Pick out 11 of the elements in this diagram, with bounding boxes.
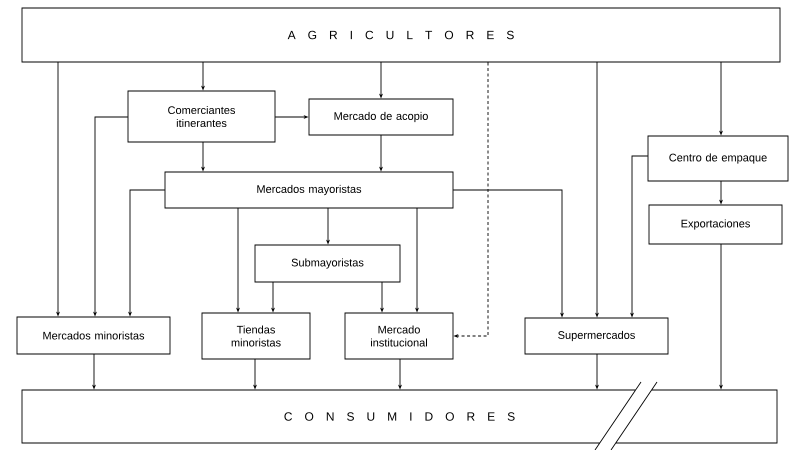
process-box: Exportaciones <box>648 204 782 244</box>
producer-band: A G R I C U L T O R E S <box>22 8 780 62</box>
process-box: Tiendas minoristas <box>202 312 310 360</box>
process-box: Mercados minoristas <box>16 316 170 354</box>
process-box: Supermercados <box>524 318 668 354</box>
process-box: Centro de empaque <box>648 136 788 182</box>
process-box: Submayoristas <box>254 244 400 282</box>
process-box: Mercados mayoristas <box>164 172 454 208</box>
process-box: Mercado institucional <box>344 312 454 360</box>
process-box: Comerciantes itinerantes <box>128 90 276 142</box>
process-box: Mercado de acopio <box>308 98 454 136</box>
